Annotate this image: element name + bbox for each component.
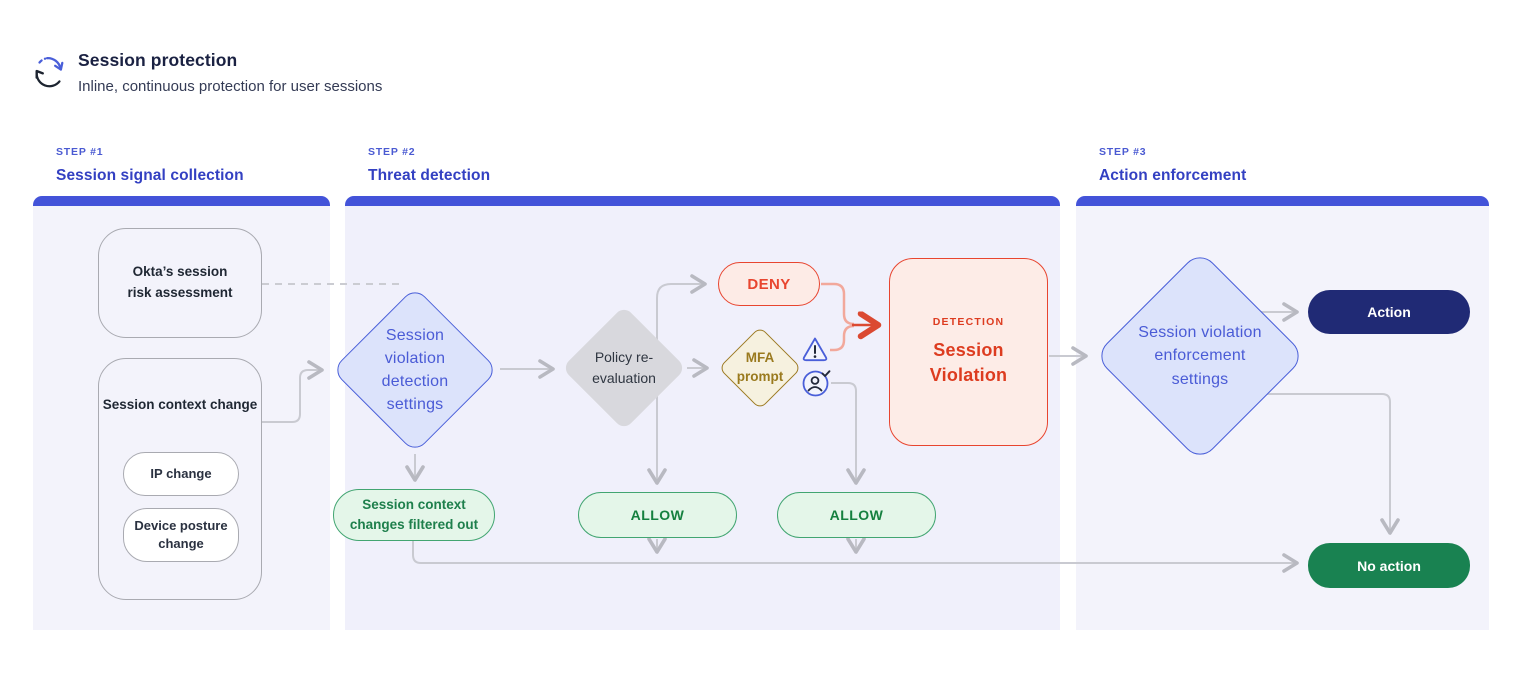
step2-label: STEP #2 <box>368 146 416 158</box>
filtered-out-pill: Session context changes filtered out <box>333 489 495 541</box>
session-violation-title: Session Violation <box>929 339 1008 385</box>
okta-risk-assessment-label: Okta’s session risk assessment <box>127 264 233 300</box>
refresh-cycle-icon <box>35 57 64 88</box>
action-label: Action <box>1367 304 1411 320</box>
panel3-accent-bar <box>1076 196 1489 206</box>
page-subtitle: Inline, continuous protection for user s… <box>78 78 383 95</box>
device-posture-change-label: Device posture change <box>134 518 228 551</box>
okta-risk-assessment-box: Okta’s session risk assessment <box>98 228 262 338</box>
deny-label: DENY <box>747 275 791 293</box>
detection-tag: DETECTION <box>932 315 1005 328</box>
enforcement-diamond-label: Session violation enforcement settings <box>1138 324 1262 388</box>
mfa-prompt-label: MFA prompt <box>736 350 784 384</box>
step1-title: Session signal collection <box>56 167 244 184</box>
action-pill: Action <box>1308 290 1470 334</box>
allow-pill-2: ALLOW <box>777 492 936 538</box>
user-verified-icon <box>802 370 831 397</box>
device-posture-change-pill: Device posture change <box>123 508 239 562</box>
no-action-pill: No action <box>1308 543 1470 588</box>
alert-triangle-icon <box>802 337 828 362</box>
allow-2-label: ALLOW <box>829 507 884 523</box>
ip-change-label: IP change <box>150 466 212 482</box>
session-context-change-title: Session context change <box>102 397 258 412</box>
session-violation-enforcement-diamond: Session violation enforcement settings <box>1093 249 1307 463</box>
ip-change-pill: IP change <box>123 452 239 496</box>
allow-pill-1: ALLOW <box>578 492 737 538</box>
session-context-change-box: Session context change IP change Device … <box>98 358 262 600</box>
step3-title: Action enforcement <box>1099 167 1247 184</box>
filtered-out-label: Session context changes filtered out <box>349 497 479 532</box>
step2-title: Threat detection <box>368 167 491 184</box>
panel1-accent-bar <box>33 196 330 206</box>
step3-label: STEP #3 <box>1099 146 1147 158</box>
policy-reevaluation-diamond: Policy re-evaluation <box>561 305 687 431</box>
panel2-accent-bar <box>345 196 1060 206</box>
no-action-label: No action <box>1357 557 1421 574</box>
deny-pill: DENY <box>718 262 820 306</box>
allow-1-label: ALLOW <box>630 507 685 523</box>
policy-diamond-label: Policy re-evaluation <box>592 349 656 386</box>
step1-label: STEP #1 <box>56 146 104 158</box>
session-violation-detection-diamond: Session violation detection settings <box>331 286 499 454</box>
session-violation-detection-box: DETECTION Session Violation <box>889 258 1048 446</box>
detection-diamond-label: Session violation detection settings <box>381 326 449 414</box>
page-title: Session protection <box>78 50 238 70</box>
mfa-prompt-diamond: MFA prompt <box>718 326 802 410</box>
